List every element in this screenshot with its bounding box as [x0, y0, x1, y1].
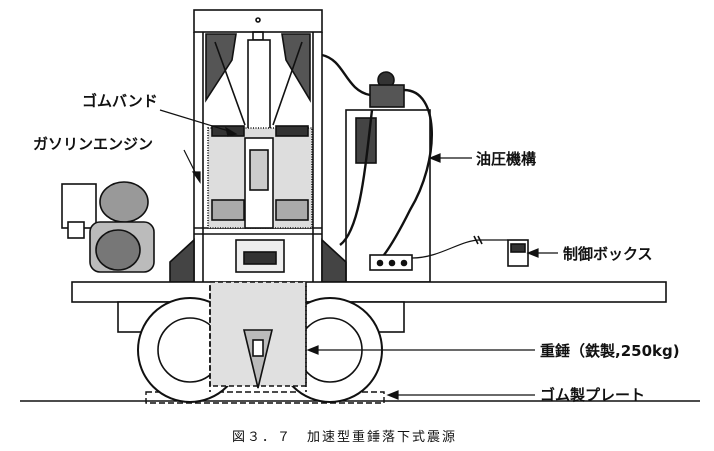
- hammer-assembly: [169, 238, 347, 283]
- label-weight: 重錘（鉄製,250kg): [540, 342, 680, 360]
- tower-frame: [193, 9, 323, 282]
- gasoline-engine: [61, 181, 155, 273]
- chassis-platform: [71, 281, 667, 303]
- rubber-band-block: [207, 125, 313, 229]
- label-rubber-band: ゴムバンド: [82, 92, 158, 110]
- label-hydraulic-mechanism: 油圧機構: [476, 150, 537, 168]
- label-gasoline-engine: ガソリンエンジン: [33, 135, 154, 153]
- hydraulic-cabinet: [321, 53, 433, 283]
- label-rubber-plate: ゴム製プレート: [540, 386, 646, 404]
- label-control-box: 制御ボックス: [563, 245, 653, 263]
- control-box: [411, 235, 529, 267]
- figure-caption: 図３．７ 加速型重錘落下式震源: [232, 430, 458, 445]
- leader-arrows: [159, 109, 558, 400]
- rubber-plate: [145, 391, 385, 404]
- drop-weight: [209, 281, 307, 392]
